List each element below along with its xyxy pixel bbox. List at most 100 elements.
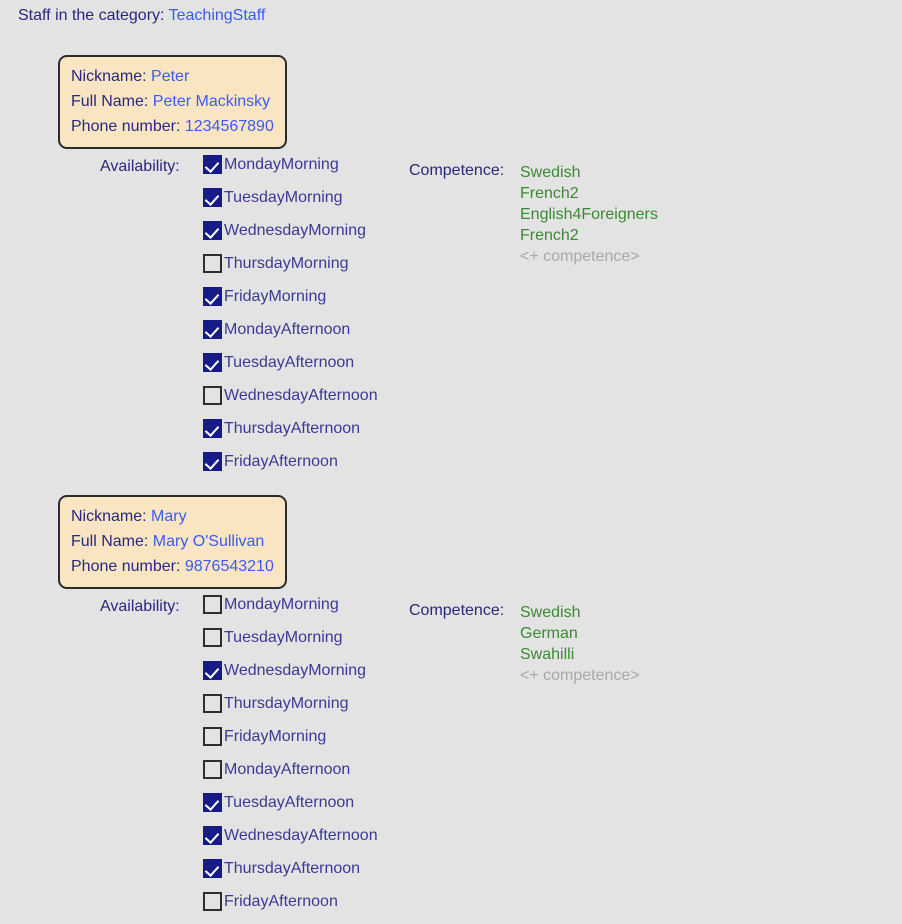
availability-slot-label: TuesdayAfternoon	[224, 794, 355, 811]
competence-item[interactable]: Swedish	[520, 164, 581, 181]
competence-item[interactable]: French2	[520, 227, 579, 244]
checkbox-checked-icon[interactable]	[203, 661, 222, 680]
availability-row[interactable]: WednesdayAfternoon	[203, 825, 403, 858]
checkbox-unchecked-icon[interactable]	[203, 694, 222, 713]
staff-full-name-value[interactable]: Mary O'Sullivan	[152, 533, 265, 550]
checkbox-checked-icon[interactable]	[203, 859, 222, 878]
availability-slot-label: ThursdayAfternoon	[224, 860, 361, 877]
nickname-row: Nickname: Mary	[71, 504, 274, 529]
availability-row[interactable]: TuesdayMorning	[203, 187, 403, 220]
full-name-row-label: Full Name:	[71, 93, 153, 110]
availability-slot-label: MondayMorning	[224, 156, 339, 173]
staff-phone-value[interactable]: 1234567890	[184, 118, 274, 135]
page-title-label: Staff in the category:	[18, 7, 165, 24]
availability-row[interactable]: WednesdayMorning	[203, 220, 403, 253]
availability-slot-label: TuesdayMorning	[224, 189, 343, 206]
availability-row[interactable]: MondayMorning	[203, 154, 403, 187]
checkbox-checked-icon[interactable]	[203, 452, 222, 471]
competence-item[interactable]: French2	[520, 185, 579, 202]
availability-row[interactable]: FridayAfternoon	[203, 451, 403, 484]
availability-label: Availability:	[100, 158, 180, 175]
availability-slot-label: MondayAfternoon	[224, 321, 351, 338]
add-competence-link[interactable]: <+ competence>	[520, 248, 640, 265]
nickname-row: Nickname: Peter	[71, 64, 274, 89]
competence-label: Competence:	[409, 602, 505, 619]
checkbox-unchecked-icon[interactable]	[203, 727, 222, 746]
checkbox-checked-icon[interactable]	[203, 287, 222, 306]
checkbox-checked-icon[interactable]	[203, 793, 222, 812]
availability-row[interactable]: ThursdayAfternoon	[203, 858, 403, 891]
staff-nickname-value[interactable]: Mary	[151, 508, 187, 525]
nickname-row-label: Nickname:	[71, 508, 152, 525]
availability-row[interactable]: ThursdayMorning	[203, 253, 403, 286]
availability-row[interactable]: MondayAfternoon	[203, 319, 403, 352]
phone-row-label: Phone number:	[71, 558, 185, 575]
competence-item[interactable]: German	[520, 625, 578, 642]
staff-full-name-value[interactable]: Peter Mackinsky	[152, 93, 271, 110]
phone-row-label: Phone number:	[71, 118, 185, 135]
availability-slot-label: WednesdayMorning	[224, 222, 367, 239]
availability-row[interactable]: FridayMorning	[203, 286, 403, 319]
competence-item[interactable]: English4Foreigners	[520, 206, 658, 223]
availability-row[interactable]: TuesdayAfternoon	[203, 792, 403, 825]
availability-slot-label: WednesdayAfternoon	[224, 827, 378, 844]
checkbox-checked-icon[interactable]	[203, 353, 222, 372]
full-name-row-label: Full Name:	[71, 533, 153, 550]
availability-slot-label: MondayMorning	[224, 596, 339, 613]
availability-slot-label: FridayMorning	[224, 728, 327, 745]
availability-row[interactable]: MondayAfternoon	[203, 759, 403, 792]
checkbox-checked-icon[interactable]	[203, 188, 222, 207]
page-title-category[interactable]: TeachingStaff	[168, 7, 266, 24]
phone-row: Phone number: 1234567890	[71, 114, 274, 139]
availability-row[interactable]: WednesdayAfternoon	[203, 385, 403, 418]
checkbox-unchecked-icon[interactable]	[203, 254, 222, 273]
availability-slot-label: ThursdayAfternoon	[224, 420, 361, 437]
phone-row: Phone number: 9876543210	[71, 554, 274, 579]
availability-slot-label: FridayAfternoon	[224, 453, 338, 470]
availability-row[interactable]: WednesdayMorning	[203, 660, 403, 693]
availability-slot-label: ThursdayMorning	[224, 255, 349, 272]
competence-item[interactable]: Swedish	[520, 604, 581, 621]
staff-nickname-value[interactable]: Peter	[151, 68, 190, 85]
availability-slot-label: TuesdayMorning	[224, 629, 343, 646]
checkbox-unchecked-icon[interactable]	[203, 892, 222, 911]
nickname-row-label: Nickname:	[71, 68, 152, 85]
competence-item[interactable]: Swahilli	[520, 646, 575, 663]
full-name-row: Full Name: Peter Mackinsky	[71, 89, 274, 114]
checkbox-checked-icon[interactable]	[203, 826, 222, 845]
staff-phone-value[interactable]: 9876543210	[184, 558, 274, 575]
checkbox-checked-icon[interactable]	[203, 155, 222, 174]
availability-row[interactable]: ThursdayMorning	[203, 693, 403, 726]
availability-label: Availability:	[100, 598, 180, 615]
checkbox-checked-icon[interactable]	[203, 419, 222, 438]
page-title: Staff in the category: TeachingStaff	[18, 7, 265, 25]
checkbox-checked-icon[interactable]	[203, 320, 222, 339]
checkbox-unchecked-icon[interactable]	[203, 628, 222, 647]
availability-slot-label: FridayAfternoon	[224, 893, 338, 910]
availability-slot-label: FridayMorning	[224, 288, 327, 305]
availability-row[interactable]: TuesdayMorning	[203, 627, 403, 660]
availability-slot-label: MondayAfternoon	[224, 761, 351, 778]
availability-row[interactable]: MondayMorning	[203, 594, 403, 627]
availability-slot-label: TuesdayAfternoon	[224, 354, 355, 371]
availability-row[interactable]: FridayMorning	[203, 726, 403, 759]
full-name-row: Full Name: Mary O'Sullivan	[71, 529, 274, 554]
availability-row[interactable]: ThursdayAfternoon	[203, 418, 403, 451]
checkbox-unchecked-icon[interactable]	[203, 595, 222, 614]
checkbox-unchecked-icon[interactable]	[203, 386, 222, 405]
availability-slot-label: WednesdayAfternoon	[224, 387, 378, 404]
availability-slot-label: ThursdayMorning	[224, 695, 349, 712]
add-competence-link[interactable]: <+ competence>	[520, 667, 640, 684]
availability-row[interactable]: TuesdayAfternoon	[203, 352, 403, 385]
competence-label: Competence:	[409, 162, 505, 179]
checkbox-unchecked-icon[interactable]	[203, 760, 222, 779]
checkbox-checked-icon[interactable]	[203, 221, 222, 240]
availability-row[interactable]: FridayAfternoon	[203, 891, 403, 924]
availability-slot-label: WednesdayMorning	[224, 662, 367, 679]
